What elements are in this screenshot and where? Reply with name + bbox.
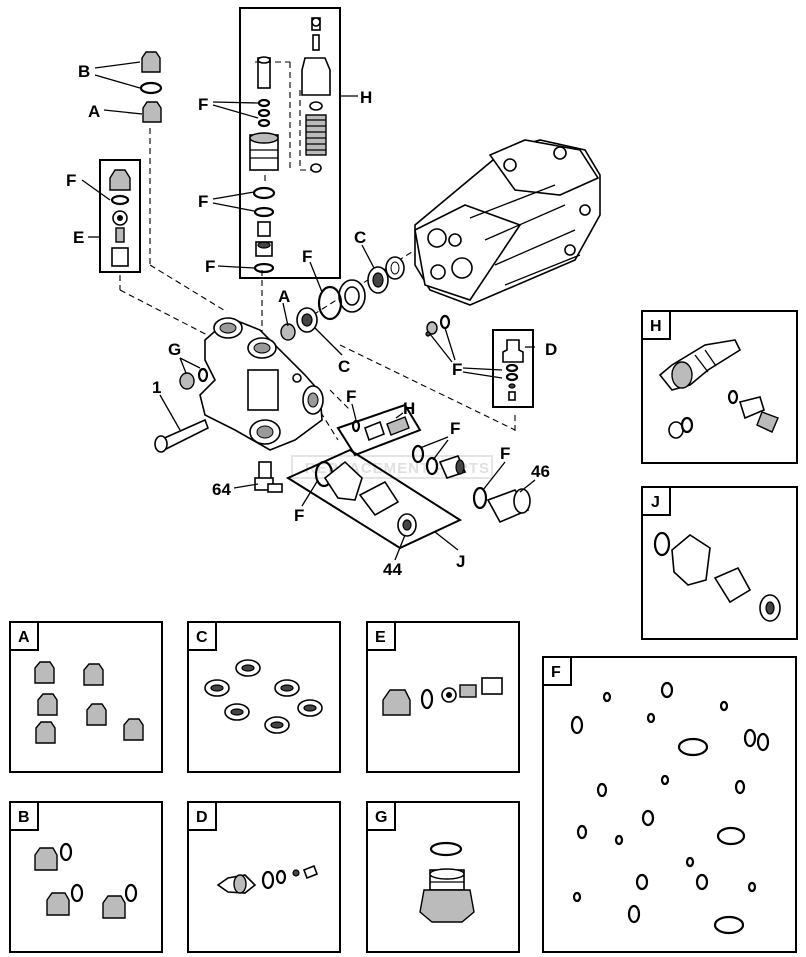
panel-A: A	[9, 621, 163, 773]
label-46: 46	[531, 462, 550, 481]
panel-C-tag: C	[196, 629, 208, 646]
seal-part-C-lower	[296, 307, 318, 333]
panel-G-tag: G	[375, 809, 387, 826]
fitting-46	[486, 488, 531, 524]
unloader-group-H-parts	[249, 17, 331, 274]
panel-E: E	[366, 621, 520, 773]
panel-G: G	[366, 801, 520, 953]
panel-C: C	[187, 621, 341, 773]
pump-crankcase	[414, 139, 601, 306]
panel-H-tag: H	[650, 318, 662, 335]
nozzle-part	[438, 455, 467, 479]
label-E: E	[73, 228, 84, 247]
panel-D-tag: D	[196, 809, 208, 826]
callout-leader-lines	[81, 61, 536, 561]
bolt-1	[154, 418, 210, 453]
seal-retainer	[338, 279, 366, 313]
panel-B-tag: B	[18, 809, 30, 826]
group-H-mid-box	[336, 403, 422, 457]
group-J-mid-box	[285, 448, 463, 550]
plug-B-top	[139, 51, 163, 95]
label-A-top: A	[88, 102, 100, 121]
seal-part-C-upper	[367, 256, 405, 294]
label-64: 64	[212, 480, 231, 499]
group-D-parts	[502, 339, 524, 401]
fitting-64	[254, 461, 283, 493]
label-F-H-mid: F	[346, 387, 356, 406]
o-ring-F-mid-1	[411, 444, 425, 464]
label-G: G	[168, 340, 181, 359]
label-D: D	[545, 340, 557, 359]
group-E-box	[99, 159, 141, 273]
panel-J-tag: J	[651, 494, 660, 511]
label-F-rings: F	[450, 419, 460, 438]
label-H-top: H	[360, 88, 372, 107]
callout-labels: B A F H F E F F F C A C G 1 64 D F F H F…	[66, 62, 557, 579]
check-valve-A-top	[142, 101, 162, 123]
panel-E-tag: E	[375, 629, 386, 646]
label-C-low: C	[338, 357, 350, 376]
o-ring-F-mid-2	[425, 456, 439, 476]
label-44: 44	[383, 560, 402, 579]
panel-B: B	[9, 801, 163, 953]
group-J-mid-parts	[314, 460, 417, 537]
label-A-mid: A	[278, 287, 290, 306]
o-ring-F-large	[317, 285, 343, 321]
check-valve-A-middle	[280, 323, 296, 341]
unloader-group-H-box	[239, 7, 341, 279]
panel-F: F	[542, 656, 797, 953]
label-F-J: F	[294, 506, 304, 525]
label-F-46: F	[500, 444, 510, 463]
label-1: 1	[152, 378, 161, 397]
label-C-top: C	[354, 228, 366, 247]
panel-D: D	[187, 801, 341, 953]
label-F-low: F	[205, 257, 215, 276]
panel-A-tag: A	[18, 629, 30, 646]
plug-G	[179, 367, 209, 390]
group-D-box	[492, 329, 534, 408]
label-F-mid: F	[198, 192, 208, 211]
label-H-mid: H	[403, 399, 415, 418]
group-E-parts	[109, 169, 131, 267]
group-H-mid-parts	[351, 416, 410, 442]
label-F-D: F	[452, 360, 462, 379]
pump-manifold	[199, 317, 324, 451]
panel-H: H	[641, 310, 798, 464]
label-F-top: F	[198, 95, 208, 114]
small-parts-D-area	[425, 314, 451, 337]
label-F-ring: F	[302, 247, 312, 266]
panel-J: J	[641, 486, 798, 640]
panel-F-tag: F	[551, 664, 561, 681]
label-J: J	[456, 552, 465, 571]
o-ring-F-46	[472, 486, 488, 510]
label-B: B	[78, 62, 90, 81]
label-F-E: F	[66, 171, 76, 190]
